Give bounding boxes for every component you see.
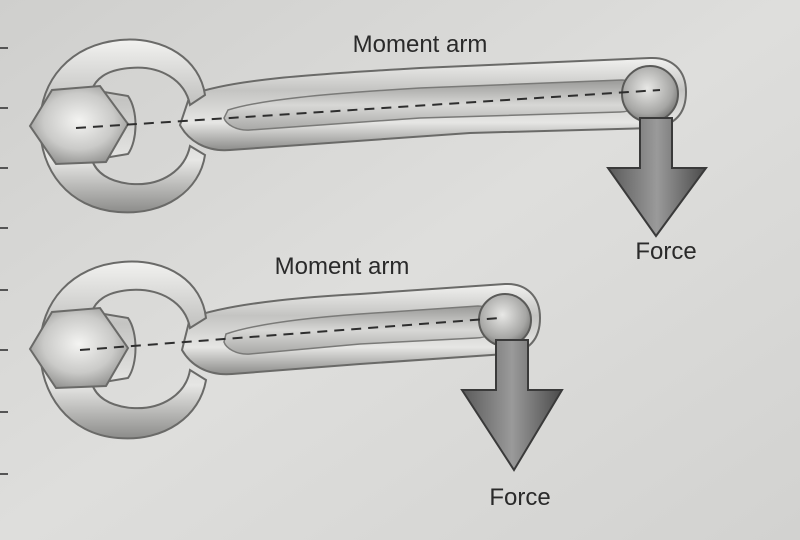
- top-pivot-knob: [621, 65, 679, 123]
- top-moment-arm-line: [75, 89, 661, 129]
- bottom-wrench: Moment arm Force: [28, 253, 564, 511]
- margin-ticks: [0, 47, 8, 475]
- bottom-force-label: Force: [489, 484, 550, 511]
- top-wrench: Moment arm Force: [28, 31, 708, 265]
- bottom-force-arrow: [460, 339, 564, 472]
- bottom-moment-arm-line: [79, 317, 501, 351]
- bottom-moment-arm-label: Moment arm: [275, 253, 410, 280]
- bottom-bolt: [28, 306, 130, 390]
- top-force-arrow: [606, 117, 708, 238]
- bottom-pivot-knob: [478, 293, 532, 347]
- top-force-label: Force: [635, 238, 696, 265]
- top-moment-arm-label: Moment arm: [353, 31, 488, 58]
